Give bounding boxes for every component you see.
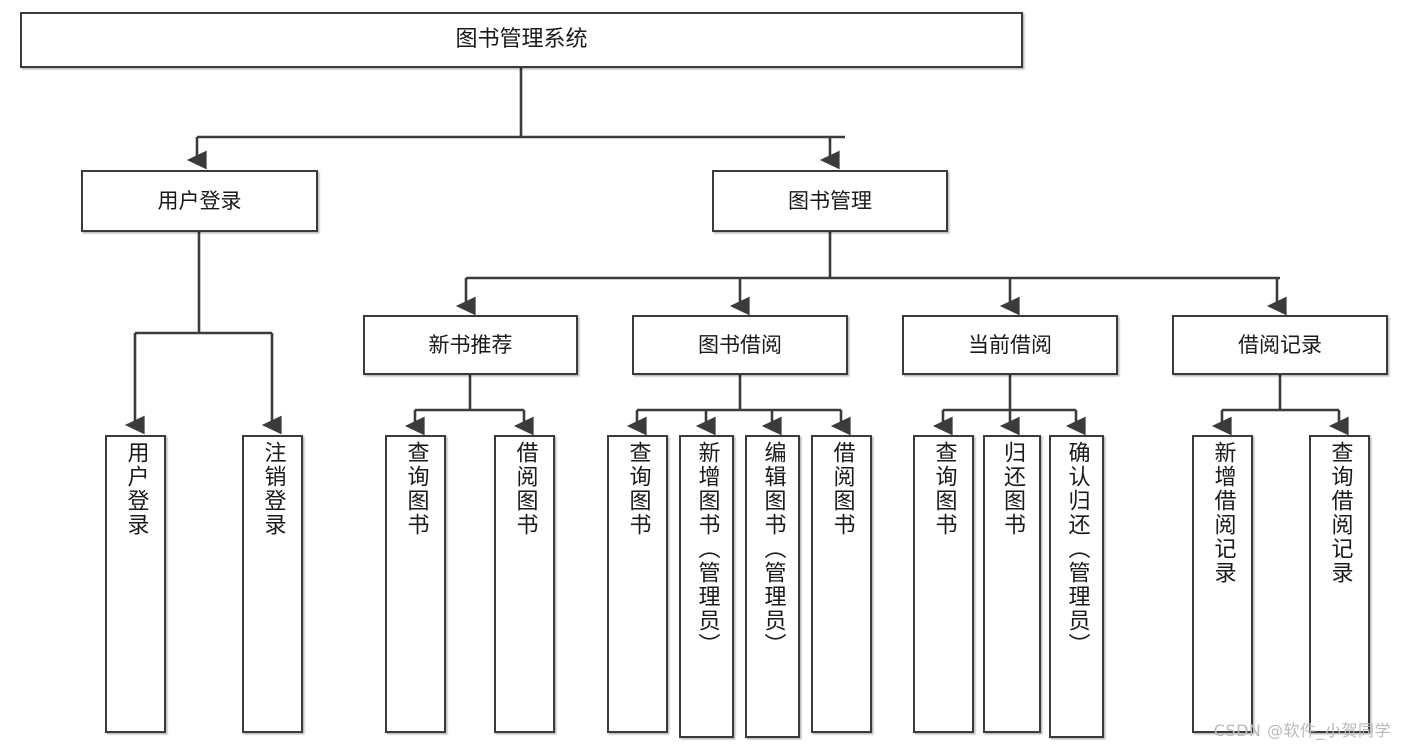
node-new-book-recommend-label: 新书推荐: [428, 332, 513, 357]
node-leaf-confirm-return-label: 确认归还（管理员）: [1064, 441, 1090, 657]
node-current-borrow-label: 当前借阅: [968, 332, 1052, 357]
node-user-login-label: 用户登录: [157, 188, 242, 213]
node-book-manage[interactable]: 图书管理: [712, 170, 948, 232]
node-leaf-query-book-2[interactable]: 查询图书: [607, 435, 668, 733]
node-leaf-edit-book[interactable]: 编辑图书（管理员）: [745, 435, 800, 738]
node-leaf-user-login[interactable]: 用户登录: [105, 435, 166, 733]
node-book-manage-label: 图书管理: [788, 188, 872, 213]
node-book-borrow[interactable]: 图书借阅: [632, 315, 848, 375]
node-leaf-user-logout[interactable]: 注销登录: [242, 435, 303, 733]
node-new-book-recommend[interactable]: 新书推荐: [363, 315, 578, 375]
node-leaf-borrow-book-1-label: 借阅图书: [512, 441, 538, 537]
node-leaf-query-record-label: 查询借阅记录: [1327, 441, 1353, 585]
node-leaf-query-book-3-label: 查询图书: [931, 441, 957, 537]
node-leaf-add-record[interactable]: 新增借阅记录: [1192, 435, 1253, 733]
node-root-system[interactable]: 图书管理系统: [20, 12, 1023, 68]
node-leaf-add-record-label: 新增借阅记录: [1210, 441, 1236, 585]
node-leaf-edit-book-label: 编辑图书（管理员）: [760, 441, 786, 657]
node-leaf-query-book-1-label: 查询图书: [403, 441, 429, 537]
node-borrow-record[interactable]: 借阅记录: [1172, 315, 1388, 375]
node-leaf-add-book-label: 新增图书（管理员）: [694, 441, 720, 657]
node-user-login[interactable]: 用户登录: [81, 170, 318, 232]
node-root-system-label: 图书管理系统: [455, 27, 588, 53]
node-leaf-query-record[interactable]: 查询借阅记录: [1309, 435, 1370, 733]
node-leaf-add-book[interactable]: 新增图书（管理员）: [679, 435, 734, 738]
node-leaf-borrow-book-2[interactable]: 借阅图书: [811, 435, 872, 733]
node-borrow-record-label: 借阅记录: [1238, 332, 1322, 357]
node-current-borrow[interactable]: 当前借阅: [902, 315, 1118, 375]
node-leaf-query-book-2-label: 查询图书: [625, 441, 651, 537]
node-leaf-return-book-label: 归还图书: [1000, 441, 1025, 537]
node-leaf-confirm-return[interactable]: 确认归还（管理员）: [1049, 435, 1104, 738]
node-leaf-return-book[interactable]: 归还图书: [983, 435, 1041, 733]
node-leaf-query-book-3[interactable]: 查询图书: [913, 435, 974, 733]
watermark: CSDN @软件_小贺同学: [1213, 721, 1391, 740]
node-leaf-borrow-book-1[interactable]: 借阅图书: [494, 435, 555, 733]
node-leaf-query-book-1[interactable]: 查询图书: [385, 435, 446, 733]
node-leaf-user-logout-label: 注销登录: [260, 441, 286, 537]
node-leaf-borrow-book-2-label: 借阅图书: [829, 441, 855, 537]
node-leaf-user-login-label: 用户登录: [123, 441, 149, 537]
node-book-borrow-label: 图书借阅: [698, 332, 782, 357]
